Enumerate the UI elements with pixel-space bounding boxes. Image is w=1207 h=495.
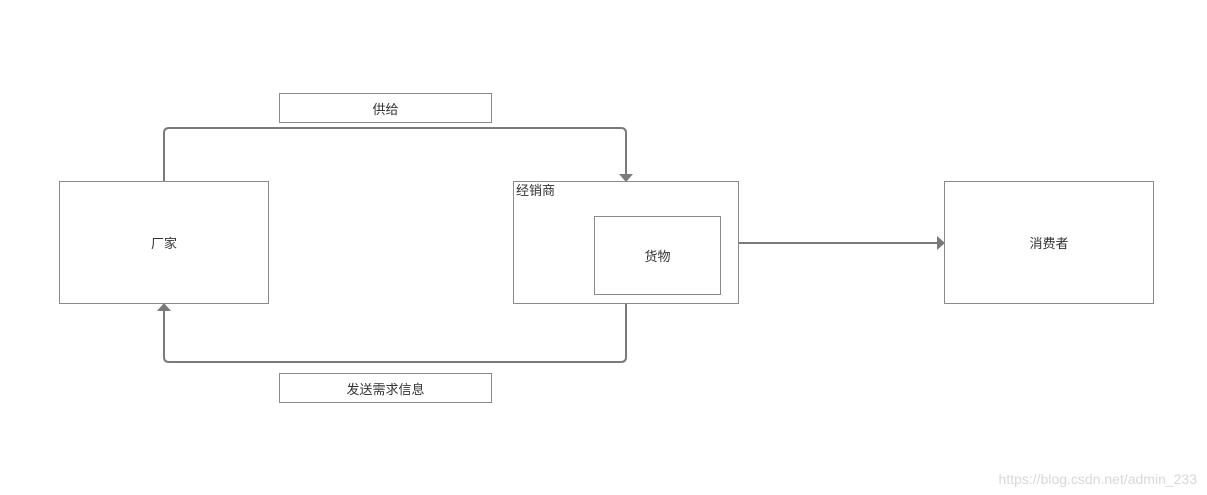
- supply-label-text: 供给: [372, 102, 399, 118]
- supply-edge-line: [163, 127, 627, 181]
- distribution-edge-arrowhead: [937, 236, 945, 250]
- distributor-node: 经销商: [513, 181, 739, 304]
- supply-label: 供给: [279, 93, 492, 123]
- manufacturer-node: 厂家: [59, 181, 269, 304]
- goods-label: 货物: [644, 250, 671, 265]
- demand-label-text: 发送需求信息: [346, 382, 425, 398]
- manufacturer-label: 厂家: [150, 237, 177, 252]
- consumer-node: 消费者: [944, 181, 1154, 304]
- demand-edge-line: [163, 304, 627, 363]
- demand-label: 发送需求信息: [279, 373, 492, 403]
- supply-edge-arrowhead: [619, 174, 633, 182]
- distributor-label: 经销商: [516, 184, 556, 199]
- demand-edge-arrowhead: [157, 303, 171, 311]
- watermark-text: https://blog.csdn.net/admin_233: [998, 471, 1197, 487]
- consumer-label: 消费者: [1029, 237, 1069, 252]
- goods-node: 货物: [594, 216, 721, 295]
